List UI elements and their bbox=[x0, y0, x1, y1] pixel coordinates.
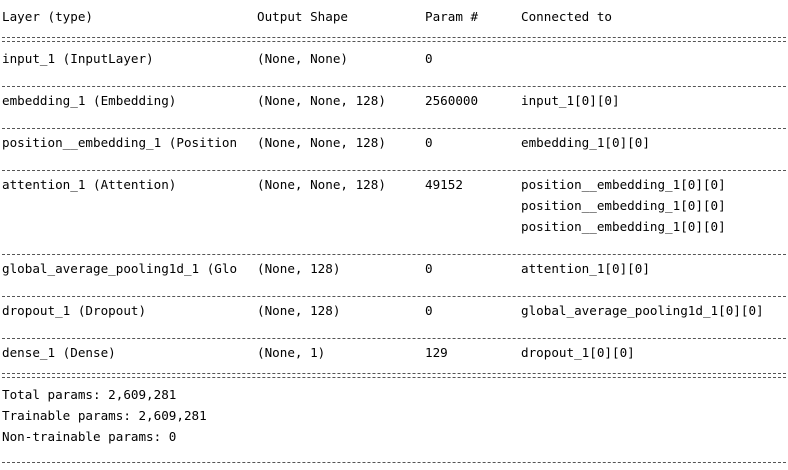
connected-to-cell: position__embedding_1[0][0] bbox=[521, 177, 726, 192]
param-count-cell: 0 bbox=[425, 261, 433, 276]
row-separator bbox=[2, 170, 786, 171]
layer-name-cell: input_1 (InputLayer) bbox=[2, 51, 154, 66]
param-count-cell: 0 bbox=[425, 135, 433, 150]
row-separator bbox=[2, 296, 786, 297]
output-shape-cell: (None, None, 128) bbox=[257, 135, 386, 150]
table-end-separator bbox=[2, 373, 786, 378]
row-separator bbox=[2, 254, 786, 255]
connected-to-cell: embedding_1[0][0] bbox=[521, 135, 650, 150]
param-count-cell: 49152 bbox=[425, 177, 463, 192]
summary-end-separator bbox=[2, 462, 786, 463]
connected-to-cell: attention_1[0][0] bbox=[521, 261, 650, 276]
connected-to-cell: global_average_pooling1d_1[0][0] bbox=[521, 303, 764, 318]
connected-to-cell: dropout_1[0][0] bbox=[521, 345, 635, 360]
header-separator bbox=[2, 37, 786, 42]
output-shape-cell: (None, 1) bbox=[257, 345, 326, 360]
row-separator bbox=[2, 128, 786, 129]
header-layer: Layer (type) bbox=[2, 9, 93, 24]
layer-name-cell: attention_1 (Attention) bbox=[2, 177, 177, 192]
header-params: Param # bbox=[425, 9, 479, 24]
total-params: Total params: 2,609,281 bbox=[2, 387, 177, 402]
connected-to-cell: input_1[0][0] bbox=[521, 93, 620, 108]
param-count-cell: 0 bbox=[425, 51, 433, 66]
row-separator bbox=[2, 86, 786, 87]
row-separator bbox=[2, 338, 786, 339]
param-count-cell: 0 bbox=[425, 303, 433, 318]
output-shape-cell: (None, None, 128) bbox=[257, 177, 386, 192]
output-shape-cell: (None, 128) bbox=[257, 303, 341, 318]
trainable-params: Trainable params: 2,609,281 bbox=[2, 408, 207, 423]
layer-name-cell: dense_1 (Dense) bbox=[2, 345, 116, 360]
non-trainable-params: Non-trainable params: 0 bbox=[2, 429, 177, 444]
output-shape-cell: (None, None, 128) bbox=[257, 93, 386, 108]
connected-to-cell: position__embedding_1[0][0] bbox=[521, 219, 726, 234]
layer-name-cell: position__embedding_1 (Position bbox=[2, 135, 238, 150]
layer-name-cell: embedding_1 (Embedding) bbox=[2, 93, 177, 108]
connected-to-cell: position__embedding_1[0][0] bbox=[521, 198, 726, 213]
header-row: Layer (type) Output Shape Param # Connec… bbox=[2, 6, 612, 27]
layer-name-cell: dropout_1 (Dropout) bbox=[2, 303, 147, 318]
param-count-cell: 129 bbox=[425, 345, 448, 360]
layer-name-cell: global_average_pooling1d_1 (Glo bbox=[2, 261, 238, 276]
output-shape-cell: (None, 128) bbox=[257, 261, 341, 276]
param-count-cell: 2560000 bbox=[425, 93, 479, 108]
output-shape-cell: (None, None) bbox=[257, 51, 348, 66]
header-connected-to: Connected to bbox=[521, 9, 612, 24]
header-output-shape: Output Shape bbox=[257, 9, 348, 24]
